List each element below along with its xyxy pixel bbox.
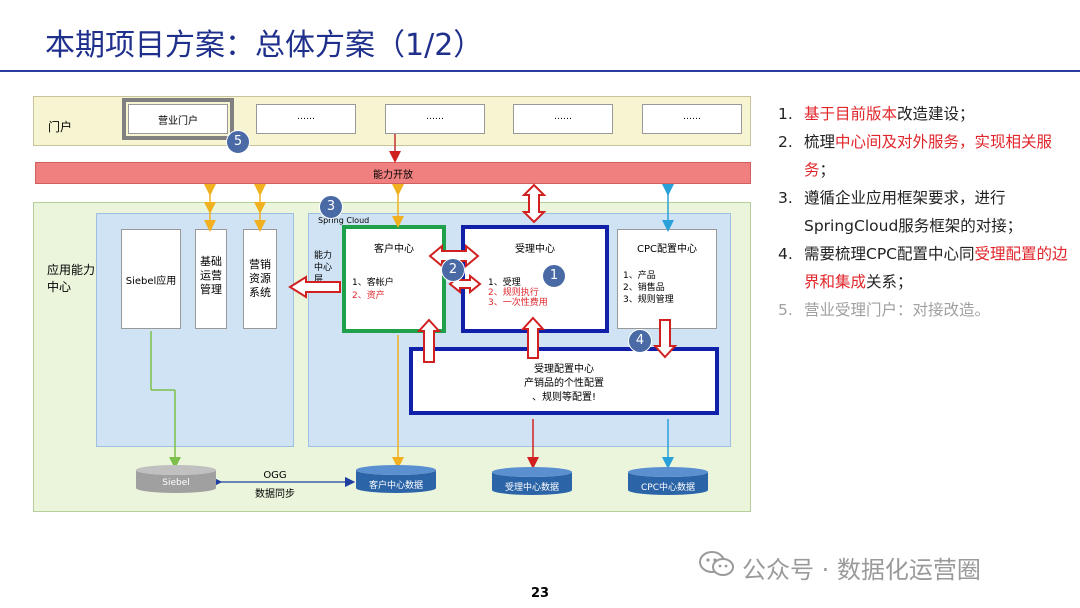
siebel-app-box [121,229,181,329]
note-text-part: 受理配置的边界和集成 [804,245,1068,291]
portal-placeholder [256,104,356,134]
acceptance-config-line: 产销品的个性配置 [524,378,604,389]
note-number: 2. [778,133,793,151]
cpc-center-database: CPC中心数据 [627,466,709,496]
cpc-center-item: 1、产品 [623,271,656,281]
arrow-customer-to-legacy [288,275,341,299]
note-item: 3. 遵循企业应用框架要求，进行SpringCloud服务框架的对接； [778,184,1068,240]
note-text-part: 营业受理门户：对接改造。 [804,301,991,319]
capability-open-label: 能力开放 [373,170,413,181]
badge-3: 3 [319,195,343,219]
diagram-connectors [150,134,678,488]
acceptance-center-title: 受理中心 [515,244,555,255]
note-text: 营业受理门户：对接改造。 [804,296,990,324]
arrow-config-customer [416,318,442,363]
note-text-part: 改造建设； [897,105,975,123]
note-text: 需要梳理CPC配置中心同受理配置的边界和集成关系； [804,240,1068,296]
page-title: 本期项目方案：总体方案（1/2） [45,28,484,63]
customer-center-title: 客户中心 [374,244,414,255]
basic-ops-label: 基础运营管理 [200,255,222,296]
acceptance-center-database: 受理中心数据 [491,466,573,496]
note-number: 5. [778,301,793,319]
arrow-capability-acceptance [521,183,547,224]
note-text-part: 梳理 [804,133,836,151]
note-text: 基于目前版本改造建设； [804,100,975,128]
note-number: 3. [778,189,793,207]
note-text-part: ； [819,161,836,179]
acceptance-center-item: 1、受理 [488,278,521,288]
spring-cloud-label: Spring Cloud [318,216,370,225]
siebel-database: Siebel [135,464,217,494]
note-text-part: 关系； [866,273,913,291]
note-text-part: 需要梳理CPC配置中心同 [804,245,975,263]
cpc-center-item: 3、规则管理 [623,295,674,305]
note-text-part: 遵循企业应用框架要求，进行SpringCloud服务框架的对接； [804,189,1023,235]
notes-list: 1. 基于目前版本改造建设； 2. 梳理中心间及对外服务，实现相关服务； 3. 遵循企业应… [778,100,1068,324]
app-center-label: 应用能力中心 [47,263,96,294]
customer-center-database: 客户中心数据 [355,464,437,494]
portal-placeholder-label: …… [683,112,701,122]
badge-1: 1 [542,264,566,288]
note-text: 梳理中心间及对外服务，实现相关服务； [804,128,1068,184]
capability-center-layer-label: 能力中心层 [314,251,333,285]
note-text: 遵循企业应用框架要求，进行SpringCloud服务框架的对接； [804,184,1068,240]
acceptance-center-item: 3、一次性费用 [488,298,548,308]
portal-placeholder [513,104,613,134]
note-text-part: 中心间及对外服务，实现相关服务 [804,133,1053,179]
portal-layer-label: 门户 [48,120,73,134]
note-item: 4. 需要梳理CPC配置中心同受理配置的边界和集成关系； [778,240,1068,296]
cpc-center-title: CPC配置中心 [637,244,697,255]
note-number: 1. [778,105,793,123]
acceptance-config-box [409,347,719,415]
note-item: 5. 营业受理门户：对接改造。 [778,296,1068,324]
portal-placeholder-label: …… [426,112,444,122]
portal-placeholder-label: …… [297,112,315,122]
marketing-resources-box [243,229,277,329]
arrow-cpc-to-config [652,319,678,359]
badge-2: 2 [441,258,465,282]
acceptance-config-line: 受理配置中心 [534,364,594,375]
watermark: 公众号 · 数据化运营圈 [698,548,1058,584]
business-portal-inner [128,104,228,134]
siebel-app-label: Siebel应用 [125,276,177,287]
architecture-diagram: 门户 营业门户 …… …… …… …… 能力开放 应用能力中心 Siebel应用… [33,96,751,512]
marketing-resources-label: 营销资源系统 [249,258,271,299]
title-divider [0,70,1080,72]
portal-placeholder [642,104,742,134]
cpc-center-item: 2、销售品 [623,283,665,293]
arrow-config-acceptance [520,316,546,359]
badge-4: 4 [628,329,652,353]
note-item: 2. 梳理中心间及对外服务，实现相关服务； [778,128,1068,184]
customer-center-box [342,225,446,333]
acceptance-config-line: 、规则等配置! [531,392,596,403]
note-number: 4. [778,245,793,263]
watermark-text: 公众号 · 数据化运营圈 [742,556,981,584]
note-item: 1. 基于目前版本改造建设； [778,100,1068,128]
portal-placeholder [385,104,485,134]
customer-center-item: 2、资产 [352,291,385,301]
page-number: 23 [530,586,550,601]
note-text-part: 基于目前版本 [804,105,898,123]
acceptance-center-item: 2、规则执行 [488,288,539,298]
ogg-label: OGG [263,470,287,481]
customer-center-item: 1、客帐户 [352,278,394,288]
wechat-icon [699,551,734,576]
business-portal-label: 营业门户 [158,116,198,127]
portal-placeholder-label: …… [554,112,572,122]
data-sync-label: 数据同步 [255,489,295,500]
badge-5: 5 [226,130,250,154]
